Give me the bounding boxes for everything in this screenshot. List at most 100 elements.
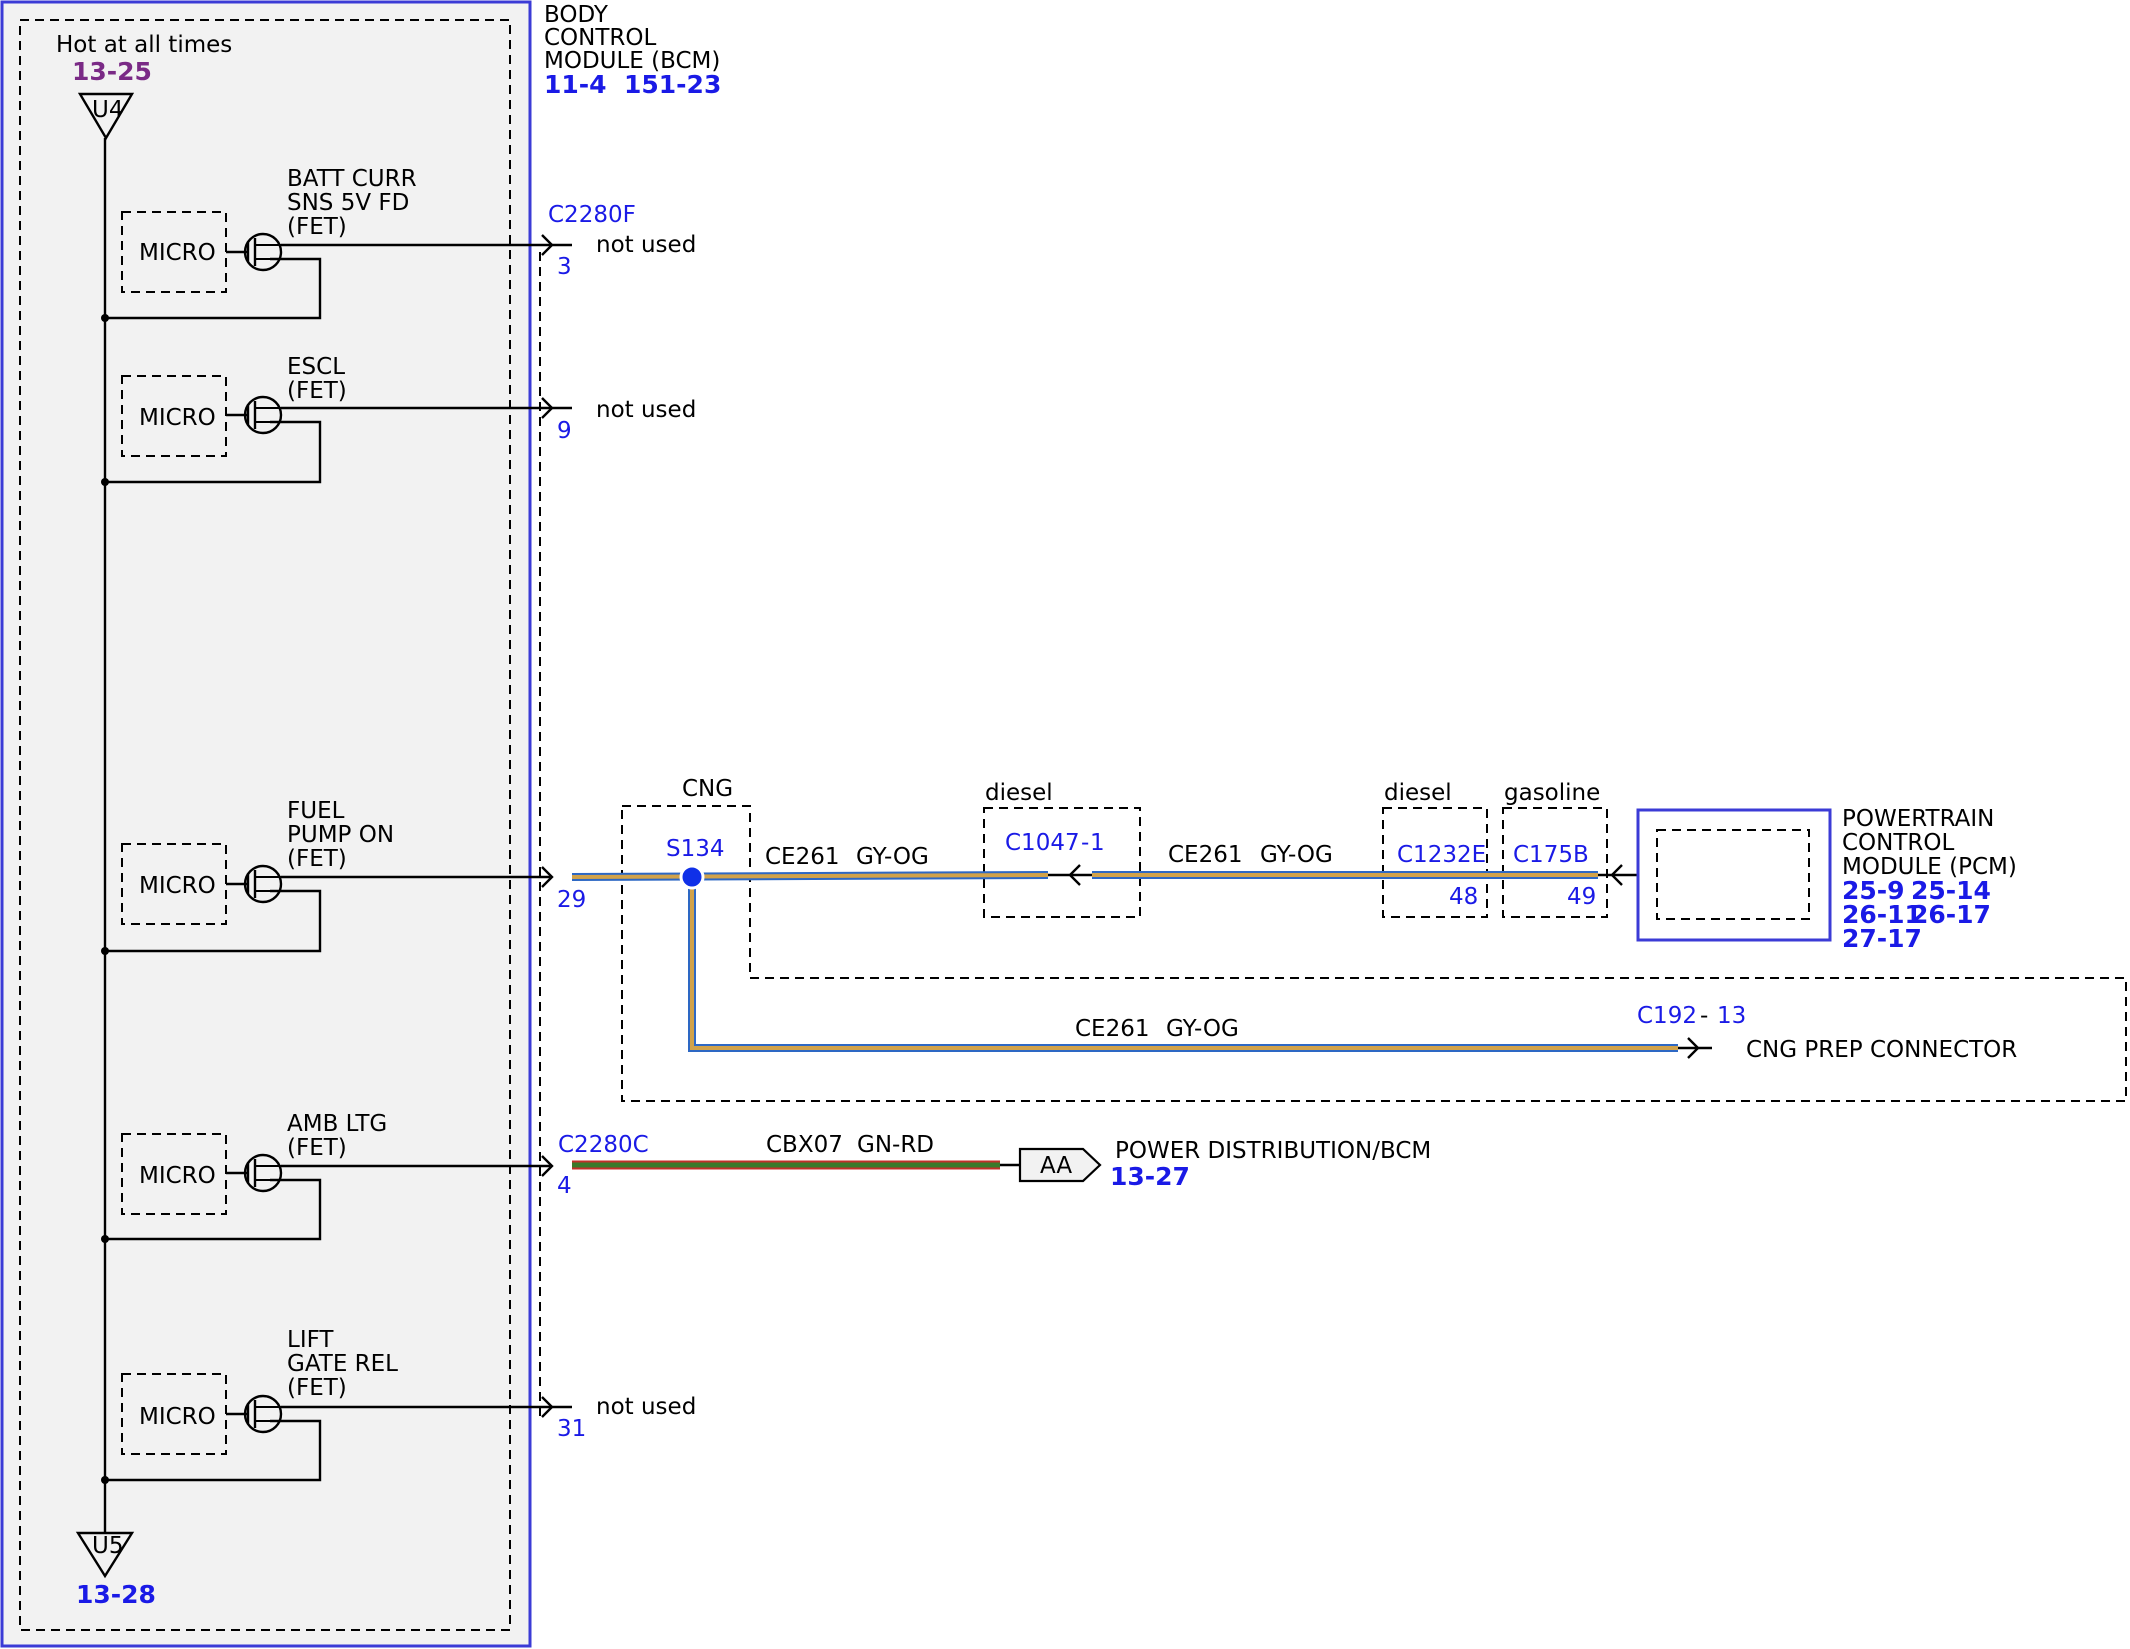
not-used-9: not used: [596, 397, 696, 423]
fet-label-1-line-1: BATT CURR: [287, 166, 417, 192]
color-label-1: GY-OG: [856, 844, 929, 870]
aa-tag-label: AA: [1040, 1153, 1072, 1179]
not-used-31: not used: [596, 1394, 696, 1420]
fet-label-3-line-3: (FET): [287, 846, 347, 872]
cng-prep-connector-label: CNG PREP CONNECTOR: [1746, 1037, 2017, 1063]
bcm-title-line-2: CONTROL: [544, 25, 657, 51]
power-in-node-label: U4: [92, 97, 123, 123]
output-fuel-pump: MICRO FUEL PUMP ON (FET) 29: [101, 798, 586, 955]
gasoline-label: gasoline: [1504, 780, 1600, 806]
diesel-label-2: diesel: [1384, 780, 1452, 806]
connector-c1047[interactable]: C1047: [1005, 830, 1080, 856]
splice-s134-dot[interactable]: [679, 864, 705, 890]
bcm-ref-link-1[interactable]: 11-4: [544, 70, 607, 99]
c192-sep: -: [1700, 1003, 1708, 1029]
output-batt-curr: MICRO BATT CURR SNS 5V FD (FET) C2280F 3…: [101, 166, 696, 322]
power-distribution-ref-link[interactable]: 13-27: [1110, 1162, 1190, 1191]
pin-arrow-icon-4: [541, 1155, 554, 1177]
c1047-arrow-icon: [1068, 864, 1081, 886]
amb-circuit-label: CBX07: [766, 1132, 843, 1158]
connector-c1232e[interactable]: C1232E: [1397, 842, 1486, 868]
c192-arrow-icon: [1687, 1037, 1700, 1059]
circuit-label-1: CE261: [765, 844, 840, 870]
pcm-title-line-1: POWERTRAIN: [1842, 806, 1994, 832]
diesel-c1232e-boundary: [1382, 807, 1488, 918]
pcm-ref-link-25-14[interactable]: 25-14: [1911, 876, 1991, 905]
fet-label-2-line-2: (FET): [287, 378, 347, 404]
color-label-3: GY-OG: [1166, 1016, 1239, 1042]
cng-label: CNG: [682, 776, 733, 802]
cng-option-boundary: [621, 805, 2127, 1102]
aa-tag-icon[interactable]: [1018, 1147, 1102, 1183]
bcm-ref-link-2[interactable]: 151-23: [624, 70, 721, 99]
pin-arrow-icon-3: [541, 866, 554, 888]
bcm-title-line-3: MODULE (BCM): [544, 48, 720, 74]
connector-c192[interactable]: C192: [1637, 1003, 1697, 1029]
pcm-internal-box: [1656, 829, 1810, 920]
power-out-node-icon: [75, 1531, 135, 1579]
power-in-ref-link[interactable]: 13-25: [72, 57, 152, 86]
connector-c2280c[interactable]: C2280C: [558, 1132, 649, 1158]
fet-label-5-line-1: LIFT: [287, 1327, 334, 1353]
fet-label-1-line-2: SNS 5V FD: [287, 190, 409, 216]
output-amb-ltg: MICRO AMB LTG (FET) C2280C 4: [101, 1111, 649, 1243]
c175b-pin: 49: [1567, 884, 1596, 910]
wire-ce261-branch: [690, 877, 1678, 1050]
micro-label-5: MICRO: [139, 1404, 216, 1430]
pcm-title-line-2: CONTROL: [1842, 830, 1955, 856]
fuel-pump-circuit: CNG diesel diesel gasoline S134 CE261 GY…: [571, 776, 2127, 1102]
pcm-ref-link-26-11[interactable]: 26-11: [1842, 900, 1922, 929]
power-out-ref-link[interactable]: 13-28: [76, 1580, 156, 1609]
gasoline-c175b-boundary: [1502, 807, 1608, 918]
color-label-2: GY-OG: [1260, 842, 1333, 868]
pin-31: 31: [557, 1416, 586, 1442]
not-used-3: not used: [596, 232, 696, 258]
circuit-label-2: CE261: [1168, 842, 1243, 868]
micro-label-4: MICRO: [139, 1163, 216, 1189]
pin-9: 9: [557, 418, 572, 444]
amb-ltg-circuit: CBX07 GN-RD AA POWER DISTRIBUTION/BCM 13…: [572, 1132, 1431, 1191]
pcm-ref-link-26-17[interactable]: 26-17: [1911, 900, 1991, 929]
output-lift-gate: MICRO LIFT GATE REL (FET) 31 not used: [101, 1327, 696, 1484]
splice-s134-label[interactable]: S134: [666, 836, 725, 862]
fet-label-5-line-2: GATE REL: [287, 1351, 398, 1377]
micro-label-2: MICRO: [139, 405, 216, 431]
fet-label-1-line-3: (FET): [287, 214, 347, 240]
pcm-pin-arrow-icon: [1610, 864, 1623, 886]
power-feed-label: Hot at all times: [56, 32, 232, 58]
fet-label-4-line-2: (FET): [287, 1135, 347, 1161]
c192-pin: 13: [1717, 1003, 1746, 1029]
diesel-c1047-boundary: [983, 807, 1141, 918]
bcm-internal-dashed-boundary: [19, 19, 511, 1631]
fet-label-3-line-1: FUEL: [287, 798, 345, 824]
pcm-ref-link-27-17[interactable]: 27-17: [1842, 924, 1922, 953]
fet-label-5-line-3: (FET): [287, 1375, 347, 1401]
bcm-title-line-1: BODY: [544, 2, 609, 28]
pin-3: 3: [557, 254, 572, 280]
power-distribution-label: POWER DISTRIBUTION/BCM: [1115, 1138, 1431, 1164]
fet-label-4-line-1: AMB LTG: [287, 1111, 387, 1137]
pcm-title-line-3: MODULE (PCM): [1842, 854, 2017, 880]
connector-c2280f[interactable]: C2280F: [548, 202, 636, 228]
bcm-module-box: [0, 0, 532, 1648]
c1232e-pin: 48: [1449, 884, 1478, 910]
output-escl: MICRO ESCL (FET) 9 not used: [101, 354, 696, 486]
circuit-label-3: CE261: [1075, 1016, 1150, 1042]
micro-label-3: MICRO: [139, 873, 216, 899]
amb-color-label: GN-RD: [857, 1132, 934, 1158]
pcm-ref-link-25-9[interactable]: 25-9: [1842, 876, 1905, 905]
connector-c175b[interactable]: C175B: [1513, 842, 1589, 868]
fet-label-2-line-1: ESCL: [287, 354, 345, 380]
wire-ce261-seg-1: [571, 873, 1049, 879]
bcm-title: BODY CONTROL MODULE (BCM) 11-4 151-23: [544, 2, 721, 99]
fet-label-3-line-2: PUMP ON: [287, 822, 394, 848]
pcm-module: POWERTRAIN CONTROL MODULE (PCM) 25-9 25-…: [1636, 806, 2017, 953]
micro-label-1: MICRO: [139, 240, 216, 266]
c1047-pin: 1: [1090, 830, 1105, 856]
c1047-sep: -: [1081, 830, 1089, 856]
power-out-node-label: U5: [92, 1533, 123, 1559]
diesel-label-1: diesel: [985, 780, 1053, 806]
pin-4: 4: [557, 1173, 572, 1199]
power-in-node-icon: [77, 92, 135, 141]
